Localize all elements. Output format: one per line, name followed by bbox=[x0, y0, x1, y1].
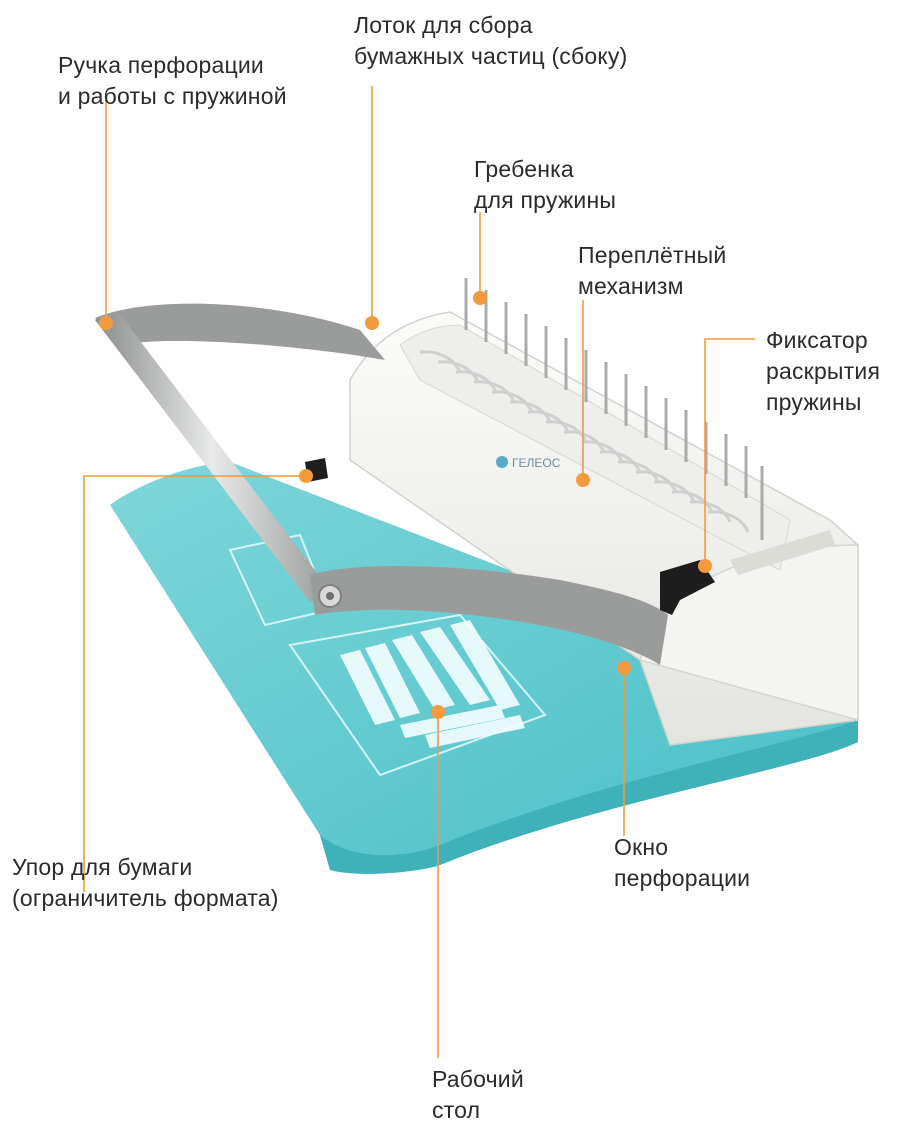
marker-lock bbox=[698, 559, 712, 573]
spring-lock[interactable] bbox=[660, 560, 715, 615]
marker-work-table bbox=[431, 705, 445, 719]
punch-handle[interactable] bbox=[95, 303, 668, 665]
label-paper-stop: Упор для бумаги (ограничитель формата) bbox=[12, 854, 279, 911]
label-comb: Гребенка для пружины bbox=[474, 156, 617, 213]
label-handle: Ручка перфорации и работы с пружиной bbox=[58, 52, 287, 109]
marker-binding bbox=[576, 473, 590, 487]
label-work-table: Рабочий стол bbox=[432, 1066, 524, 1123]
label-binding: Переплётный механизм bbox=[578, 242, 727, 299]
marker-punch-window bbox=[617, 661, 631, 675]
marker-tray bbox=[365, 316, 379, 330]
brand-name: ГЕЛЕОС bbox=[512, 456, 561, 470]
marker-handle bbox=[99, 316, 113, 330]
marker-comb bbox=[473, 291, 487, 305]
label-tray: Лоток для сбора бумажных частиц (сбоку) bbox=[354, 12, 628, 69]
label-lock: Фиксатор раскрытия пружины bbox=[766, 327, 881, 415]
markers bbox=[99, 291, 712, 719]
label-punch-window: Окно перфорации bbox=[614, 834, 751, 891]
marker-paper-stop bbox=[299, 469, 313, 483]
leader-lines bbox=[83, 86, 755, 1058]
brand-logo-icon bbox=[496, 456, 508, 468]
